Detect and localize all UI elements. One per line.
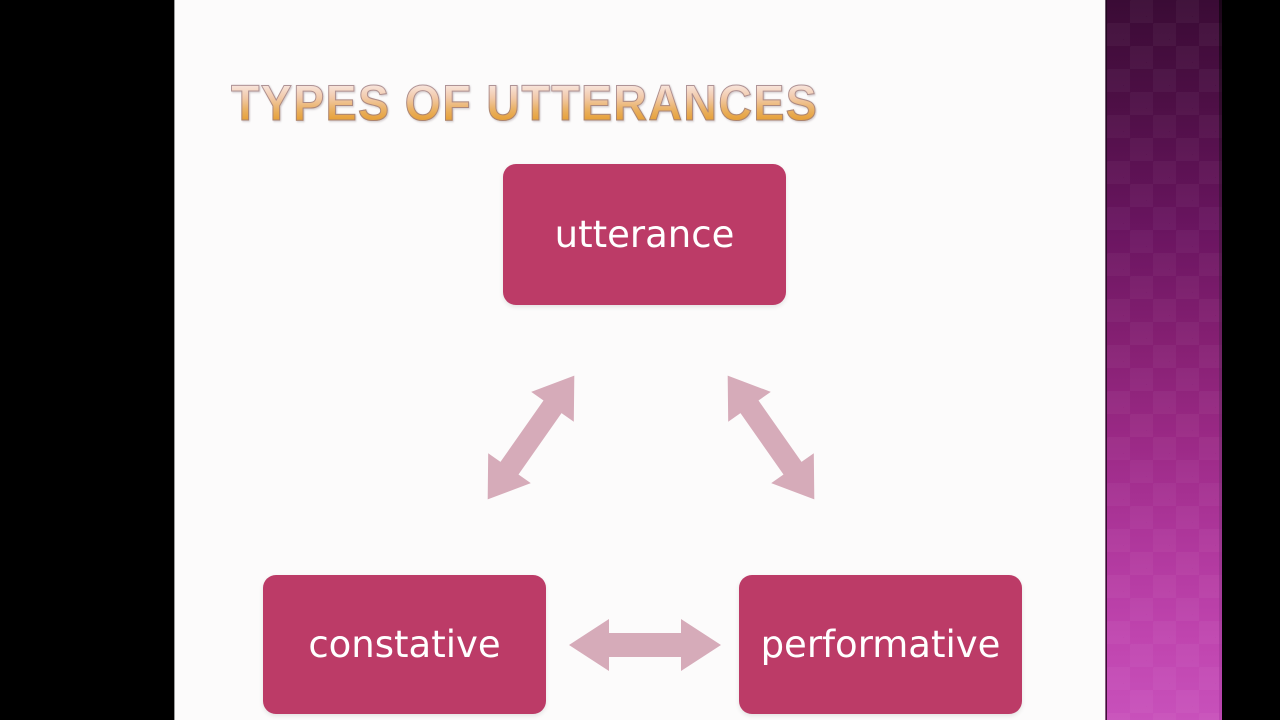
node-utterance[interactable]: utterance bbox=[503, 164, 786, 305]
arrow-utterance-performative-icon bbox=[727, 375, 815, 500]
node-constative[interactable]: constative bbox=[263, 575, 546, 714]
node-constative-label: constative bbox=[308, 623, 501, 666]
letterbox-left bbox=[0, 0, 173, 720]
arrow-constative-performative-icon bbox=[569, 619, 721, 671]
letterbox-right bbox=[1222, 0, 1280, 720]
node-performative-label: performative bbox=[760, 623, 1001, 666]
presentation-slide: TYPES OF UTTERANCES utterance constative… bbox=[174, 0, 1106, 720]
node-utterance-label: utterance bbox=[554, 213, 735, 256]
decorative-side-panel bbox=[1107, 0, 1222, 720]
node-performative[interactable]: performative bbox=[739, 575, 1022, 714]
side-panel-edge bbox=[1105, 0, 1107, 720]
page-title: TYPES OF UTTERANCES bbox=[231, 75, 819, 131]
arrow-utterance-constative-icon bbox=[487, 375, 575, 500]
